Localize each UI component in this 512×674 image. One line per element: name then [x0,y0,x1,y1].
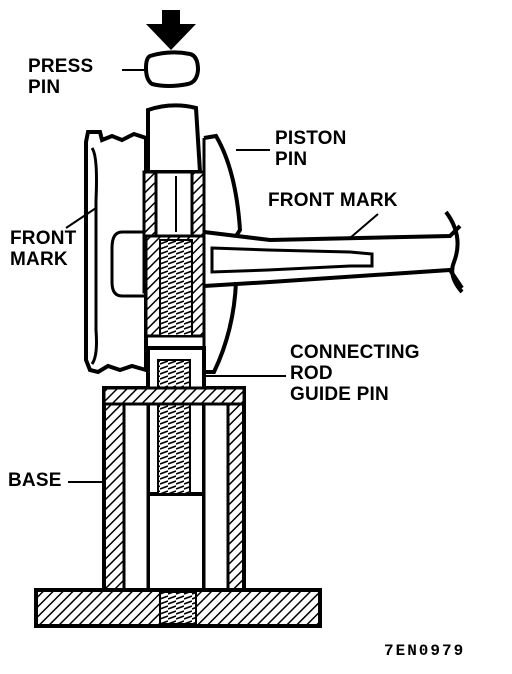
figure-code: 7EN0979 [384,642,466,660]
connecting-rod-guide-pin-label: CONNECTING ROD GUIDE PIN [290,342,420,405]
guide-pin [144,234,206,496]
leader-lines [65,149,379,483]
base [34,386,322,628]
front-mark-rod-label: FRONT MARK [268,190,398,211]
front-mark-piston-label: FRONT MARK [10,228,77,270]
base-label: BASE [8,470,62,491]
arrow-down-icon [146,10,196,50]
piston-body [84,130,243,375]
connecting-rod [203,210,464,294]
press-pin [122,50,201,88]
piston-pin-label: PISTON PIN [275,128,347,170]
press-pin-label: PRESS PIN [28,56,94,98]
